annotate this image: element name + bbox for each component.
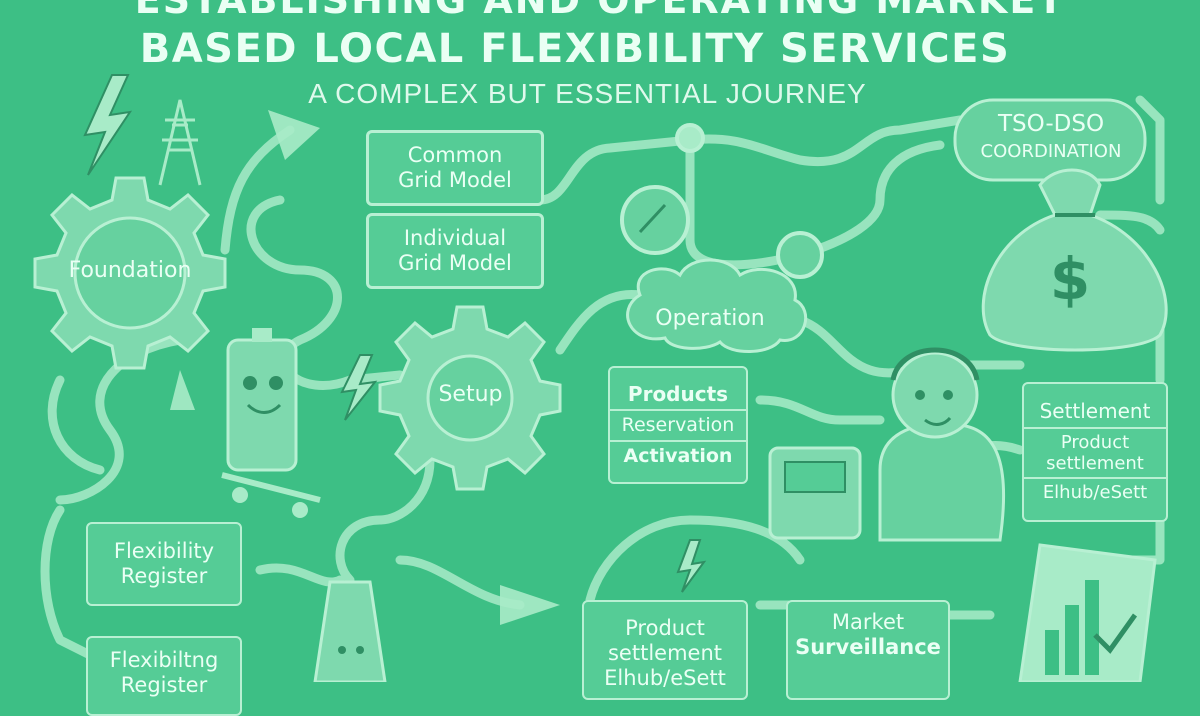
products-divider-2 — [610, 439, 746, 442]
operator-person — [768, 347, 1006, 542]
flex-register-line-2: Register — [120, 564, 208, 588]
pipeline-illustration — [33, 74, 1168, 682]
dollar-icon: $ — [1049, 245, 1091, 313]
flex-register-line-1: Flexibility — [113, 539, 215, 564]
foundation-label: Foundation — [68, 258, 192, 283]
individual-grid-model-box: Individual Grid Model — [366, 213, 544, 289]
direction-arrows — [170, 110, 560, 625]
lightning-icons — [83, 74, 707, 593]
product-settlement-line-1: Product — [625, 616, 705, 640]
setup-gear — [378, 305, 562, 491]
common-grid-line-2: Grid Model — [398, 168, 512, 192]
market-surveillance-line-2: Surveillance — [795, 634, 941, 659]
settlement-box: Settlement Product settlement Elhub/eSet… — [1022, 382, 1168, 522]
flex-register2-line-2: Register — [120, 672, 208, 697]
reservation-label: Reservation — [621, 414, 735, 437]
activation-label: Activation — [623, 444, 733, 467]
market-surveillance-line-1: Market — [831, 610, 905, 634]
product-settlement-line-3: Elhub/eSett — [604, 665, 726, 690]
settlement-elhub-label: Elhub/eSett — [1042, 482, 1148, 504]
individual-grid-line-2: Grid Model — [398, 251, 512, 275]
settlement-divider-1 — [1024, 426, 1166, 429]
settlement-product-label: Product — [1060, 431, 1130, 453]
setup-label: Setup — [438, 382, 503, 407]
settlement-settlement-label: settlement — [1046, 453, 1144, 475]
tso-dso-line-2: COORDINATION — [980, 140, 1122, 162]
common-grid-model-box: Common Grid Model — [366, 130, 544, 206]
products-divider-1 — [610, 409, 746, 412]
flexibility-register-box: Flexibility Register — [86, 522, 242, 606]
market-surveillance-box: Market Surveillance — [786, 600, 950, 700]
operation-label: Operation — [655, 306, 765, 331]
pylon-icon — [158, 99, 202, 186]
products-box: Products Reservation Activation — [608, 366, 748, 484]
gauge-icon — [620, 123, 824, 279]
tso-dso-line-1: TSO-DSO — [997, 111, 1105, 137]
title-line-2: BASED LOCAL FLEXIBILITY SERVICES — [139, 26, 1011, 72]
tso-dso-label: TSO-DSO COORDINATION — [958, 110, 1144, 163]
infographic: ESTABLISHING AND OPERATING MARKET BASED … — [33, 0, 1168, 716]
settlement-label: Settlement — [1039, 399, 1151, 424]
operation-cloud — [626, 258, 808, 353]
title-line-1: ESTABLISHING AND OPERATING MARKET — [134, 0, 1066, 22]
product-settlement-line-2: settlement — [607, 640, 722, 665]
subtitle: A COMPLEX BUT ESSENTIAL JOURNEY — [308, 78, 867, 109]
product-settlement-box: Product settlement Elhub/eSett — [582, 600, 748, 700]
battery-character — [221, 328, 321, 518]
flask-character — [313, 580, 387, 682]
flexibility-register-box-2: Flexibiltng Register — [86, 636, 242, 716]
products-label: Products — [627, 381, 729, 406]
money-bag-icon — [981, 168, 1168, 352]
report-document-icon — [1018, 543, 1157, 682]
foundation-gear — [33, 176, 227, 370]
flex-register2-line-1: Flexibiltng — [109, 648, 219, 672]
settlement-divider-2 — [1024, 477, 1166, 480]
common-grid-line-1: Common — [407, 143, 503, 168]
individual-grid-line-1: Individual — [403, 226, 507, 251]
